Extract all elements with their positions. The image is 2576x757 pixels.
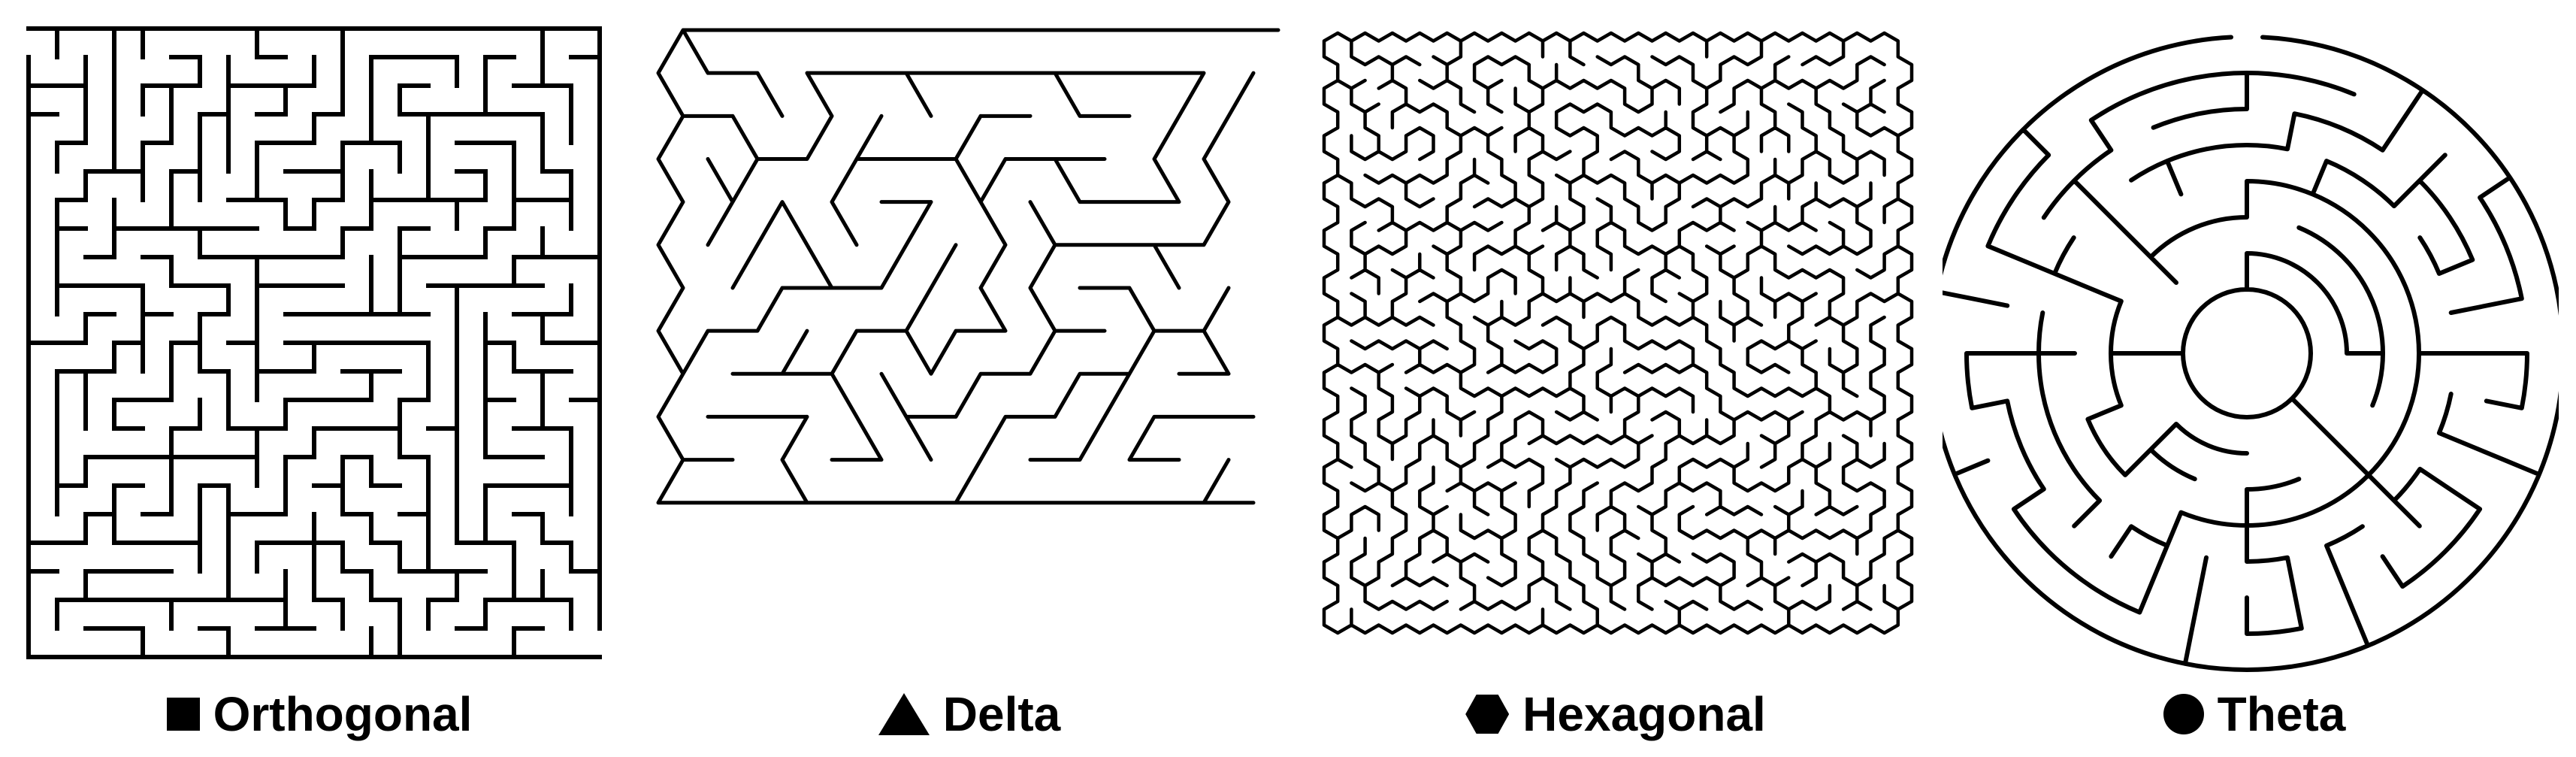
theta-caption: Theta [2097,680,2412,748]
triangle-icon [878,693,930,735]
delta-maze [652,23,1283,684]
delta-caption: Delta [812,680,1127,748]
hexagonal-caption: Hexagonal [1428,680,1804,748]
hexagonal-maze [1317,23,1918,684]
square-icon [166,698,200,731]
orthogonal-caption: Orthogonal [135,680,503,748]
circle-icon [2163,694,2204,734]
orthogonal-label: Orthogonal [213,687,473,741]
orthogonal-maze [23,23,616,684]
hexagonal-label: Hexagonal [1522,687,1766,741]
delta-label: Delta [942,687,1061,741]
theta-maze [1943,23,2559,684]
theta-label: Theta [2217,687,2346,741]
hexagon-icon [1465,695,1510,734]
